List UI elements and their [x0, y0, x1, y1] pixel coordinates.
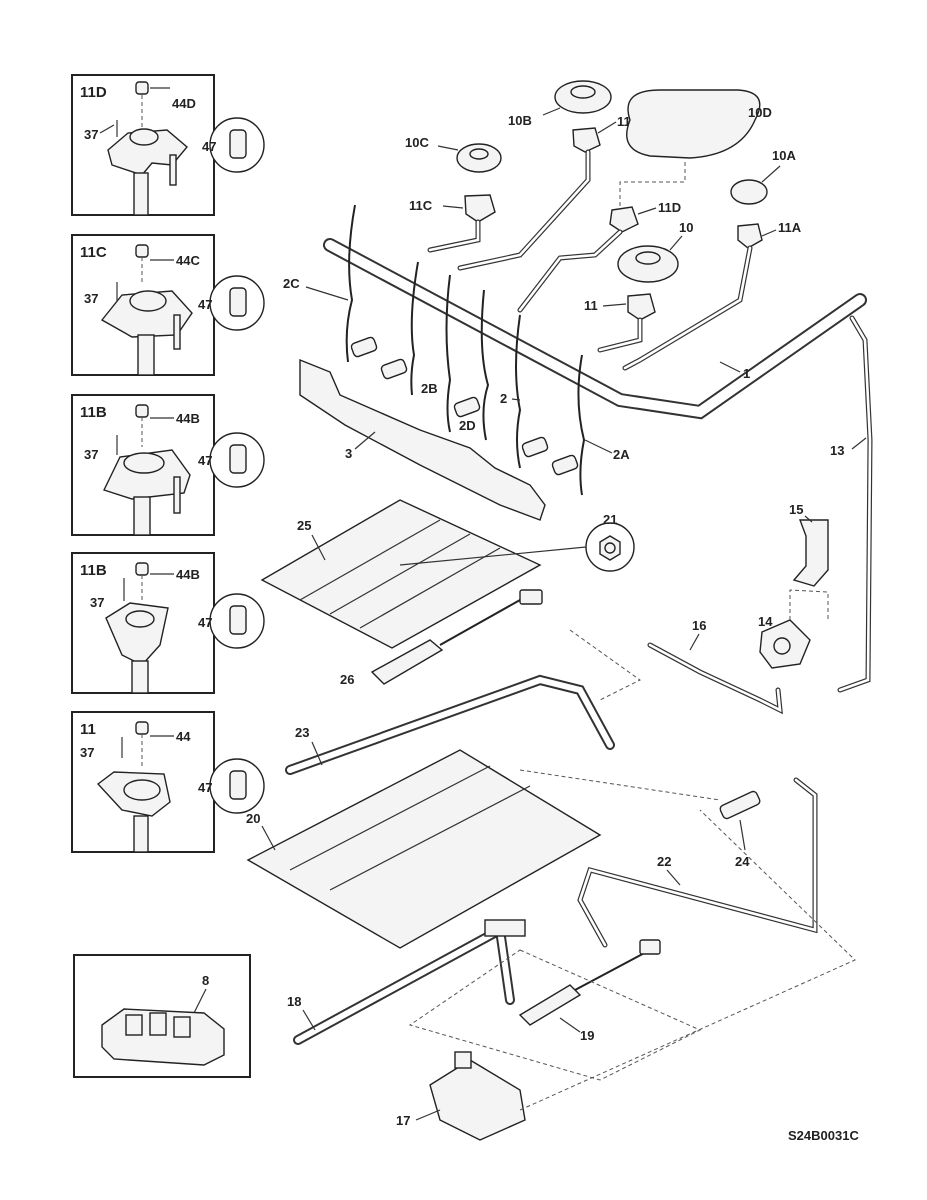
cap-callout: 44B: [176, 411, 200, 426]
callout-23: 23: [295, 725, 309, 740]
manifold-frame: [323, 238, 867, 420]
callout-13: 13: [830, 443, 844, 458]
igniter-26: [370, 589, 543, 685]
panel-title: 11B: [80, 562, 107, 579]
burner-base-icon: [96, 721, 174, 853]
burner-gas-tubes: [427, 149, 753, 371]
circle-callout: 47: [198, 453, 212, 468]
burner-base-11d: [609, 206, 639, 233]
burner-base-11a: [737, 223, 763, 249]
orifice-detail-circle: 47: [198, 275, 265, 331]
orifice-fitting-24: [719, 790, 761, 820]
callout-24: 24: [735, 854, 750, 869]
drawing-id: S24B0031C: [788, 1128, 859, 1143]
inset-panel-11: 11 44 37 47: [71, 711, 265, 853]
callout-17: 17: [396, 1113, 410, 1128]
regulator-bracket-15: [792, 519, 829, 587]
tube-22: [577, 777, 818, 948]
inset-panel-igniter: 8: [73, 954, 251, 1078]
callout-2: 2: [500, 391, 507, 406]
circle-callout: 47: [198, 297, 212, 312]
callout-11: 11: [584, 298, 598, 313]
burner-base-11c: [464, 194, 496, 223]
panel-title: 11C: [80, 244, 107, 261]
heat-shield-25: [260, 499, 542, 649]
cap-callout: 44B: [176, 567, 200, 582]
burner-base-11: [627, 293, 656, 321]
nut-21-detail: [585, 522, 635, 572]
inset-panel-11b-lower: 11B 44B 37 47: [71, 552, 265, 694]
panel-title: 11D: [80, 84, 107, 101]
callout-10b: 10B: [508, 113, 532, 128]
ignition-wires: [345, 204, 586, 496]
igniter-19: [518, 939, 661, 1026]
callout-11c: 11C: [409, 198, 433, 213]
orifice-detail-circle: 47: [198, 432, 265, 488]
heat-shield-20: [246, 749, 602, 949]
bake-burner-18: [293, 919, 526, 1045]
inset-panel-11c: 11C 44C 37 47: [71, 234, 265, 376]
callout-11d: 11D: [658, 200, 681, 215]
callout-26: 26: [340, 672, 354, 687]
callout-2d: 2D: [459, 418, 476, 433]
screw-callout: 37: [80, 745, 94, 760]
orifice-detail-circle: 47: [198, 758, 265, 814]
callout-19: 19: [580, 1028, 594, 1043]
broil-burner-23: [285, 674, 615, 775]
gas-valves: [350, 336, 579, 476]
burner-head-10b: [554, 80, 612, 114]
callout-10: 10: [679, 220, 693, 235]
callout-25: 25: [297, 518, 311, 533]
inset-panel-11d: 11D 44D 37 47: [71, 74, 265, 216]
burner-head-10a: [730, 179, 768, 205]
burner-head-10c: [456, 143, 502, 173]
callout-2b: 2B: [421, 381, 438, 396]
screw-callout: 37: [84, 127, 98, 142]
circle-callout: 47: [198, 615, 212, 630]
callout-10a: 10A: [772, 148, 796, 163]
callout-2c: 2C: [283, 276, 300, 291]
panel-title: 11B: [80, 404, 107, 421]
burner-head-10: [617, 245, 679, 283]
callout-10d: 10D: [748, 105, 772, 120]
screw-callout: 37: [84, 447, 98, 462]
spark-module-icon: [101, 1008, 225, 1066]
callout-20: 20: [246, 811, 260, 826]
burner-base-icon: [100, 244, 193, 376]
igniter-callout: 8: [202, 973, 209, 988]
callout-2a: 2A: [613, 447, 630, 462]
callout-14: 14: [758, 614, 773, 629]
callout-1: 1: [743, 366, 750, 381]
callout-15: 15: [789, 502, 803, 517]
callout-22: 22: [657, 854, 671, 869]
callout-21: 21: [603, 512, 617, 527]
circle-callout: 47: [202, 139, 216, 154]
cap-callout: 44: [176, 729, 191, 744]
callout-3: 3: [345, 446, 352, 461]
callout-18: 18: [287, 994, 301, 1009]
circle-callout: 47: [198, 780, 212, 795]
orifice-detail-circle: 47: [198, 593, 265, 649]
screw-callout: 37: [84, 291, 98, 306]
tube-16: [647, 642, 783, 715]
callout-11a: 11A: [778, 220, 802, 235]
callout-16: 16: [692, 618, 706, 633]
callout-10c: 10C: [405, 135, 429, 150]
inset-panel-11b-upper: 11B 44B 37 47: [71, 394, 265, 536]
screw-callout: 37: [90, 595, 104, 610]
cap-callout: 44D: [172, 96, 196, 111]
cap-callout: 44C: [176, 253, 200, 268]
burner-base-icon: [105, 562, 174, 694]
valve-bracket: [299, 358, 546, 521]
burner-base-icon: [99, 81, 188, 216]
orifice-detail-circle: 47: [202, 117, 265, 173]
burner-base-11b: [572, 127, 601, 153]
supply-tube-13: [837, 315, 873, 693]
oven-thermostat-17: [429, 1051, 526, 1141]
burner-base-icon: [103, 404, 191, 536]
panel-title: 11: [80, 721, 96, 738]
griddle-burner-10d: [626, 89, 761, 159]
